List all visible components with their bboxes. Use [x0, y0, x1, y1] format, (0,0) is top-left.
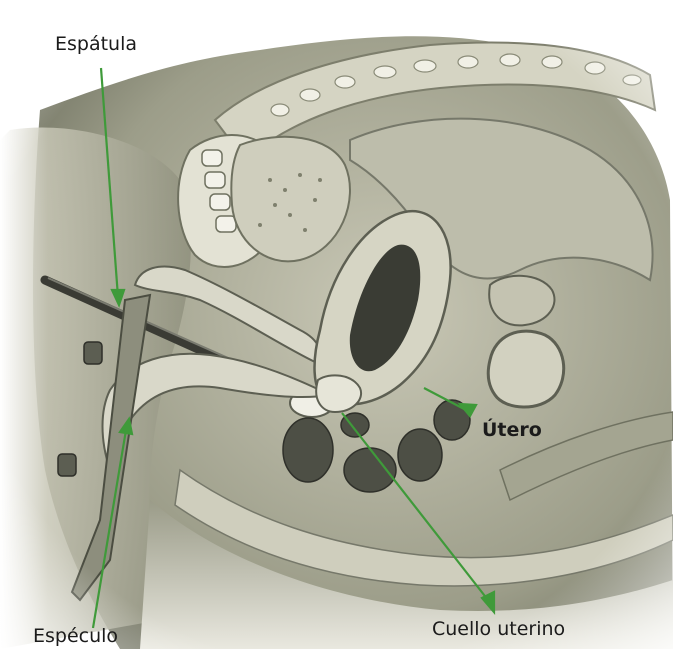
label-utero: Útero: [482, 419, 542, 441]
label-espatula: Espátula: [55, 33, 137, 55]
label-cuello-uterino: Cuello uterino: [432, 618, 565, 640]
label-especulo: Espéculo: [33, 625, 118, 647]
